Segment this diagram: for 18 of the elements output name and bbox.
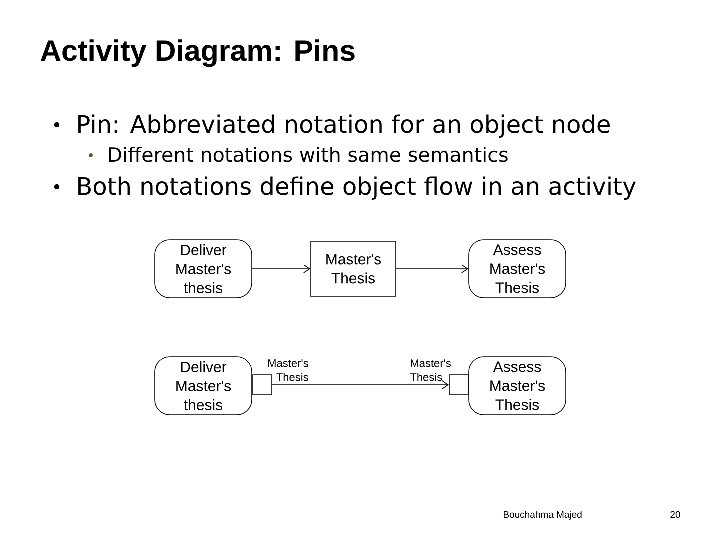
- bullet-text: Both notations define object flow in an activity: [78, 176, 636, 200]
- pin-square: [252, 374, 272, 396]
- page-number: 20: [670, 511, 680, 518]
- action-box: Assess Master's Thesis: [468, 356, 566, 416]
- footer-text: Bouchahma Majed: [504, 511, 582, 520]
- bullet-text: Pin: Abbreviated notation for an object node: [78, 114, 610, 138]
- bullet-text: Different notations with same semantics: [109, 146, 508, 162]
- arrow: [272, 380, 450, 390]
- pin-label: Master's Thesis: [410, 360, 452, 382]
- object-box: Master's Thesis: [310, 241, 396, 297]
- action-box: Assess Master's Thesis: [468, 240, 566, 298]
- pin-square: [449, 374, 469, 396]
- arrow: [252, 264, 311, 274]
- action-box: Deliver Master's thesis: [154, 356, 252, 416]
- slide-title: Activity Diagram: Pins: [40, 40, 355, 68]
- arrow: [396, 264, 469, 274]
- action-box: Deliver Master's thesis: [154, 240, 252, 298]
- pin-label: Master's Thesis: [268, 360, 308, 382]
